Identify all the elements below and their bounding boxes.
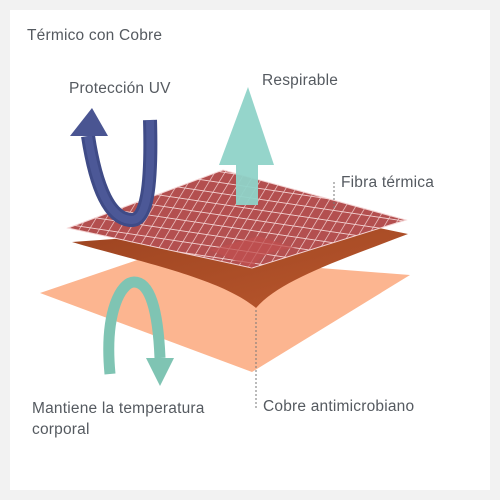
label-maintains-temperature-line1: Mantiene la temperatura	[32, 400, 205, 417]
label-uv-protection: Protección UV	[69, 80, 171, 97]
fiber-layer-peel	[210, 236, 295, 268]
label-antimicrobial-copper: Cobre antimicrobiano	[263, 398, 415, 415]
arc-down-arrow-icon	[103, 276, 174, 386]
label-maintains-temperature: Mantiene la temperatura corporal	[32, 398, 205, 440]
fabric-layers-illustration	[40, 87, 410, 410]
u-turn-down-arrow-icon	[70, 108, 158, 228]
label-respirable: Respirable	[262, 72, 339, 89]
diagram-card: Térmico con Cobre Protección UV Respirab…	[10, 10, 490, 490]
up-arrow-icon	[219, 87, 274, 205]
label-thermal-fiber: Fibra térmica	[341, 174, 435, 191]
diagram-title: Térmico con Cobre	[27, 27, 163, 44]
label-maintains-temperature-line2: corporal	[32, 421, 90, 438]
fiber-layer	[66, 169, 408, 269]
